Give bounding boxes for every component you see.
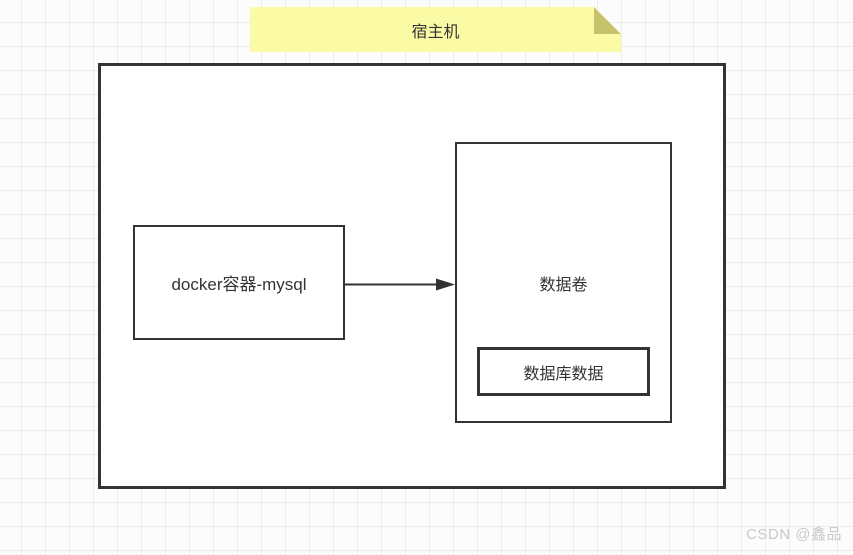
host-note-shape: 宿主机 [250,7,621,52]
database-data-label: 数据库数据 [523,365,604,383]
host-note-label: 宿主机 [411,23,460,41]
docker-container-box: docker容器-mysql [133,225,345,340]
arrowhead-icon [436,278,455,291]
data-volume-label: 数据卷 [539,276,588,294]
watermark: CSDN @鑫品 [746,526,842,543]
container-to-volume-arrow [345,278,455,291]
note-fold-corner [594,7,621,34]
database-data-box: 数据库数据 [477,347,650,396]
docker-container-label: docker容器-mysql [171,275,307,294]
